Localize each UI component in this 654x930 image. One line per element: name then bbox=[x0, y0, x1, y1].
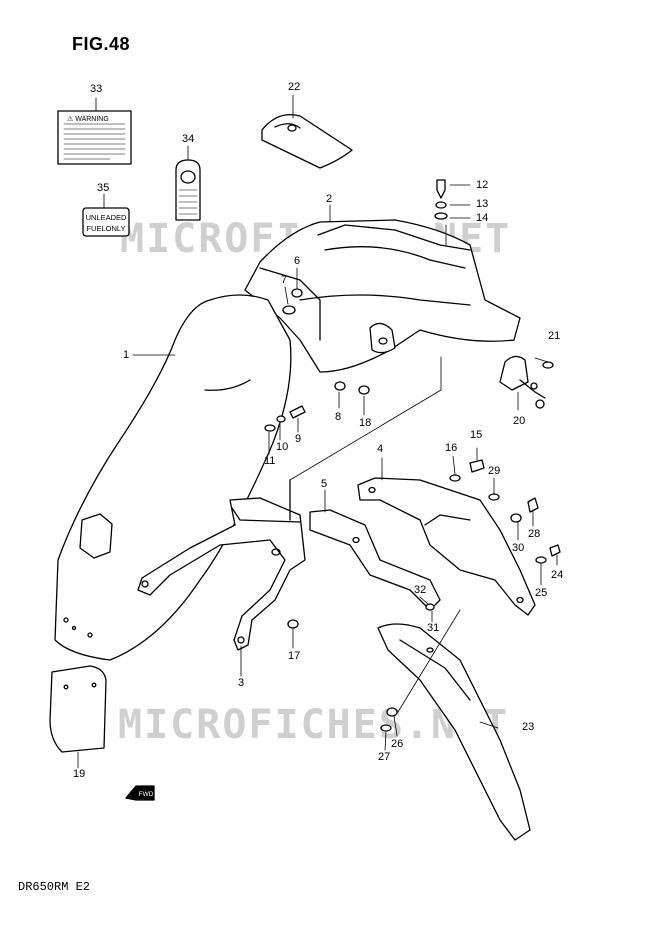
side-bracket-part bbox=[309, 509, 441, 611]
unleaded-label-part: UNLEADED FUELONLY bbox=[82, 207, 130, 237]
part-ref-17: 17 bbox=[288, 650, 301, 662]
part-ref-31: 31 bbox=[427, 622, 440, 634]
part-ref-34: 34 bbox=[182, 133, 195, 145]
part-ref-25: 25 bbox=[535, 587, 548, 599]
model-code: DR650RM E2 bbox=[18, 880, 91, 894]
part-ref-16: 16 bbox=[445, 442, 458, 454]
warning-label-text: ⚠ WARNING bbox=[67, 115, 109, 123]
leader-lines bbox=[77, 94, 558, 769]
part-ref-23: 23 bbox=[522, 721, 535, 733]
part-ref-1: 1 bbox=[123, 349, 130, 361]
part-ref-2: 2 bbox=[326, 193, 333, 205]
part-ref-28: 28 bbox=[528, 528, 541, 540]
part-ref-12: 12 bbox=[476, 179, 489, 191]
hardware-parts bbox=[264, 179, 561, 732]
part-ref-22: 22 bbox=[288, 81, 301, 93]
part-ref-3: 3 bbox=[238, 677, 245, 689]
fuel-tag-part bbox=[175, 159, 201, 221]
part-ref-24: 24 bbox=[551, 569, 564, 581]
part-ref-35: 35 bbox=[97, 182, 110, 194]
part-ref-7: 7 bbox=[281, 274, 288, 286]
rear-frame-part bbox=[357, 477, 536, 616]
part-ref-19: 19 bbox=[73, 768, 86, 780]
part-ref-8: 8 bbox=[335, 411, 342, 423]
rear-mudguard-part bbox=[377, 623, 531, 841]
warning-label-part: ⚠ WARNING bbox=[57, 110, 132, 165]
part-ref-9: 9 bbox=[295, 433, 302, 445]
figure-title: FIG.48 bbox=[72, 34, 131, 54]
part-ref-21: 21 bbox=[548, 330, 561, 342]
part-ref-30: 30 bbox=[512, 542, 525, 554]
part-ref-13: 13 bbox=[476, 198, 489, 210]
part-ref-32: 32 bbox=[414, 584, 427, 596]
seat-lock-part bbox=[499, 355, 546, 409]
fwd-text: FWD bbox=[139, 791, 154, 798]
part-ref-18: 18 bbox=[359, 417, 372, 429]
cover-part bbox=[261, 113, 353, 169]
part-ref-26: 26 bbox=[391, 738, 404, 750]
part-ref-27: 27 bbox=[378, 751, 391, 763]
frame-bracket-part bbox=[137, 479, 306, 651]
part-ref-33: 33 bbox=[90, 83, 103, 95]
part-ref-6: 6 bbox=[294, 255, 301, 267]
part-ref-14: 14 bbox=[476, 212, 489, 224]
part-ref-4: 4 bbox=[377, 443, 384, 455]
rear-fender-part bbox=[244, 219, 521, 373]
unleaded-text: UNLEADED bbox=[86, 213, 127, 222]
part-ref-10: 10 bbox=[276, 441, 289, 453]
mudflap-part bbox=[49, 665, 107, 753]
part-ref-5: 5 bbox=[321, 478, 328, 490]
front-panel-part bbox=[54, 294, 292, 661]
part-ref-15: 15 bbox=[470, 429, 483, 441]
part-ref-29: 29 bbox=[488, 465, 501, 477]
fwd-arrow-icon: FWD bbox=[125, 785, 155, 801]
fuel-only-text: FUELONLY bbox=[86, 224, 125, 233]
part-ref-20: 20 bbox=[513, 415, 526, 427]
part-ref-11: 11 bbox=[264, 455, 276, 467]
